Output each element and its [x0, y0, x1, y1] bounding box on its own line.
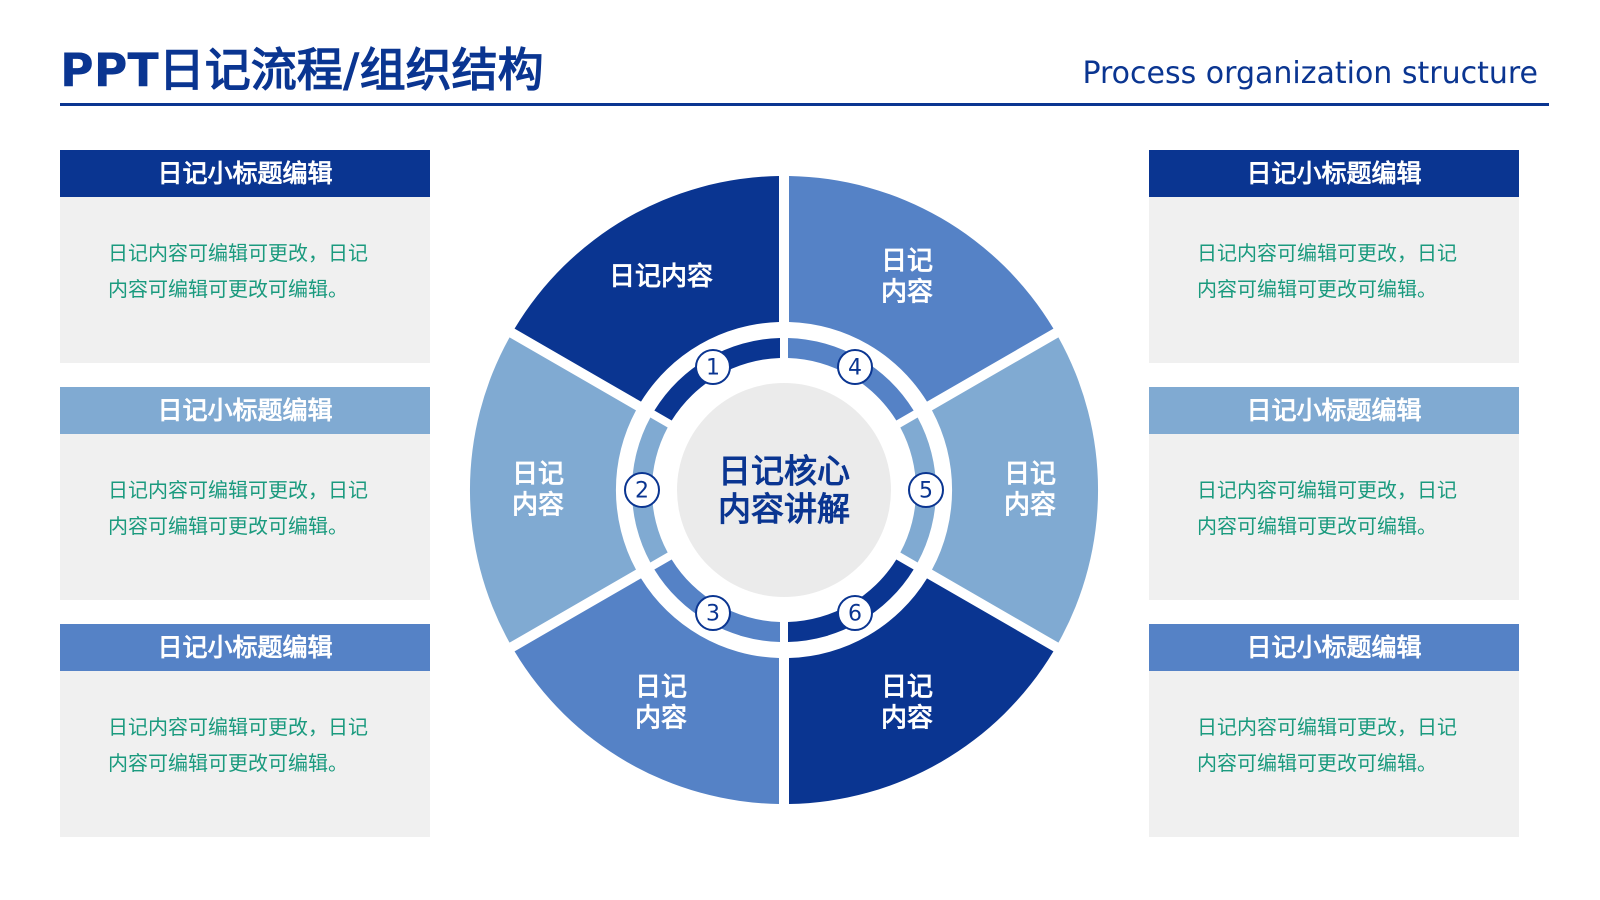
card-title: 日记小标题编辑 — [1149, 624, 1519, 671]
step-number: 4 — [848, 356, 862, 381]
step-number: 6 — [848, 602, 862, 627]
center-label: 日记核心 — [718, 452, 850, 491]
card-body: 日记内容可编辑可更改，日记内容可编辑可更改可编辑。 — [1197, 478, 1457, 538]
step-number: 3 — [706, 602, 720, 627]
title-divider — [60, 103, 1549, 106]
page-title: PPT日记流程/组织结构 — [60, 43, 544, 97]
center-disc — [677, 383, 891, 597]
segment-label: 内容 — [1004, 490, 1056, 521]
segment-label: 内容 — [635, 703, 687, 734]
segment-label: 内容 — [881, 703, 933, 734]
info-card-left-3: 日记小标题编辑 日记内容可编辑可更改，日记内容可编辑可更改可编辑。 — [60, 624, 430, 837]
ring-arc-4 — [788, 338, 914, 421]
wheel-segment-2 — [469, 337, 637, 643]
step-number: 2 — [635, 479, 649, 504]
wheel-segment-6 — [789, 578, 1054, 804]
card-title: 日记小标题编辑 — [60, 387, 430, 434]
card-body: 日记内容可编辑可更改，日记内容可编辑可更改可编辑。 — [108, 478, 368, 538]
ring-arc-3 — [654, 559, 780, 642]
step-number: 5 — [919, 479, 933, 504]
ring-arc-1 — [654, 338, 780, 421]
card-title: 日记小标题编辑 — [1149, 387, 1519, 434]
info-card-right-2: 日记小标题编辑 日记内容可编辑可更改，日记内容可编辑可更改可编辑。 — [1149, 387, 1519, 600]
step-number-badge — [908, 472, 944, 508]
ring-arc-6 — [788, 559, 914, 642]
segment-label: 日记 — [881, 247, 933, 277]
page-subtitle: Process organization structure — [1082, 56, 1538, 91]
segment-label: 内容 — [881, 277, 933, 308]
info-card-right-1: 日记小标题编辑 日记内容可编辑可更改，日记内容可编辑可更改可编辑。 — [1149, 150, 1519, 363]
info-card-right-3: 日记小标题编辑 日记内容可编辑可更改，日记内容可编辑可更改可编辑。 — [1149, 624, 1519, 837]
segment-label: 日记 — [881, 673, 933, 703]
step-number-badge — [695, 595, 731, 631]
card-body: 日记内容可编辑可更改，日记内容可编辑可更改可编辑。 — [108, 715, 368, 775]
segment-label: 日记 — [512, 460, 564, 490]
card-body: 日记内容可编辑可更改，日记内容可编辑可更改可编辑。 — [108, 241, 368, 301]
wheel-segment-1 — [514, 176, 779, 402]
card-title: 日记小标题编辑 — [60, 150, 430, 197]
segment-label: 内容 — [512, 490, 564, 521]
wheel-segment-5 — [931, 337, 1099, 643]
info-card-left-2: 日记小标题编辑 日记内容可编辑可更改，日记内容可编辑可更改可编辑。 — [60, 387, 430, 600]
segment-label: 日记内容 — [609, 261, 713, 292]
card-body: 日记内容可编辑可更改，日记内容可编辑可更改可编辑。 — [1197, 241, 1457, 301]
info-card-left-1: 日记小标题编辑 日记内容可编辑可更改，日记内容可编辑可更改可编辑。 — [60, 150, 430, 363]
step-number-badge — [695, 349, 731, 385]
center-label: 内容讲解 — [718, 490, 850, 529]
step-number-badge — [837, 595, 873, 631]
step-number: 1 — [706, 356, 720, 381]
segment-label: 日记 — [635, 673, 687, 703]
card-title: 日记小标题编辑 — [1149, 150, 1519, 197]
card-title: 日记小标题编辑 — [60, 624, 430, 671]
step-number-badge — [837, 349, 873, 385]
card-body: 日记内容可编辑可更改，日记内容可编辑可更改可编辑。 — [1197, 715, 1457, 775]
wheel-segment-3 — [514, 578, 779, 804]
wheel-segment-4 — [789, 176, 1054, 402]
step-number-badge — [624, 472, 660, 508]
segment-label: 日记 — [1004, 460, 1056, 490]
